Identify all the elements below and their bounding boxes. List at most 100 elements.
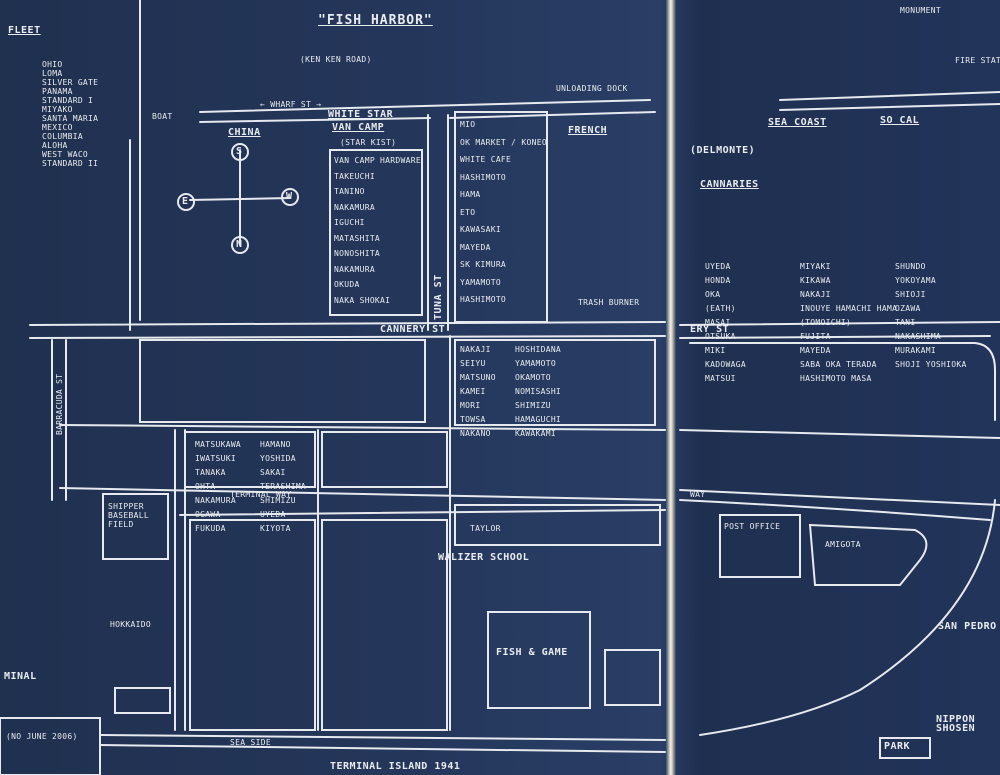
right-resident: TANI [895,318,916,327]
fleet-vessel-name: MEXICO [42,123,73,132]
baseball-field-label: SHIPPER BASEBALL FIELD [108,502,149,529]
fleet-label: FLEET [8,25,41,36]
left-resident: TERASHIMA [260,482,307,491]
right-resident: OTSUKA [705,332,736,341]
right-resident: OKA [705,290,721,299]
van-camp-resident: TANINO [334,187,365,196]
right-resident: (TOMOICHI) [800,318,852,327]
fish-game-label: FISH & GAME [496,647,568,658]
fleet-vessel-name: PANAMA [42,87,73,96]
mid-resident: YAMAMOTO [515,359,556,368]
boat-label: BOAT [152,112,173,121]
left-resident: IWATSUKI [195,454,236,463]
right-resident: NAKASHIMA [895,332,942,341]
van-camp-resident: TAKEUCHI [334,171,375,181]
right-resident: FUJITA [800,332,831,341]
tuna-st-resident: YAMAMOTO [460,277,501,287]
post-office-label: POST OFFICE [724,522,781,531]
right-resident: KADOWAGA [705,360,746,369]
bottom-caption: TERMINAL ISLAND 1941 [330,761,461,772]
left-resident: SAKAI [260,468,286,477]
right-resident: MASAI [705,318,731,327]
left-resident: YOSHIDA [260,454,296,463]
fleet-vessel-name: SANTA MARIA [42,114,99,123]
unloading-dock-label: UNLOADING DOCK [556,84,628,93]
van-camp-resident: NONOSHITA [334,249,381,258]
terminal-way-label: TERMINAL WAY [230,490,292,499]
del-monte-label: (DELMONTE) [690,145,756,156]
page-fold [666,0,676,775]
tuna-st-resident: OK MARKET / KONEO [460,137,547,147]
fleet-vessel-name: WEST WACO [42,150,89,159]
way-right-label: WAY [690,490,706,499]
right-resident: MIYAKI [800,262,831,271]
right-resident: KIKAWA [800,276,831,285]
fire-station-label: FIRE STATION [955,56,1000,65]
map-title: "FISH HARBOR" [318,13,433,28]
right-resident: SHIOJI [895,290,926,299]
fleet-vessel-name: STANDARD II [42,159,99,168]
mid-resident: NOMISASHI [515,387,562,396]
fleet-vessel-name: COLUMBIA [42,132,83,141]
left-resident: OGAWA [195,510,221,519]
left-resident: OHTA [195,482,216,491]
right-resident: HONDA [705,276,731,285]
map-subtitle: (KEN KEN ROAD) [300,55,372,64]
right-resident: OZAWA [895,304,921,313]
tuna-st-resident: SK KIMURA [460,260,507,269]
right-resident: MIKI [705,346,726,355]
tuna-st-label: TUNA ST [433,274,444,320]
right-resident: (EATH) [705,304,736,313]
right-resident: YOKOYAMA [895,276,936,285]
sea-side-label: SEA SIDE [230,738,271,747]
mid-resident: KAMEI [460,387,486,396]
taylor-label: TAYLOR [470,524,501,533]
van-camp-resident: NAKAMURA [334,202,375,212]
white-star-label: WHITE STAR [328,109,394,120]
canneries-label: CANNARIES [700,179,759,190]
china-cannery-label: CHINA [228,127,261,138]
nippon-shosen-label: NIPPON SHOSEN [936,714,976,734]
cannery-st-label: CANNERY ST [380,324,446,335]
date-label: (NO JUNE 2006) [6,732,78,741]
right-resident: INOUYE HAMACHI HAMA [800,304,898,313]
so-cal-label: SO CAL [880,115,920,126]
left-resident: HAMANO [260,440,291,449]
cannery-st-right-label: ERY ST [690,324,730,335]
right-resident: HASHIMOTO MASA [800,374,872,383]
park-label: PARK [884,741,911,752]
left-resident: NAKAMURA [195,496,236,505]
french-cannery-label: FRENCH [568,125,608,136]
right-resident: MATSUI [705,374,736,383]
van-camp-resident: OKUDA [334,280,360,289]
fleet-vessel-name: ALOHA [42,141,68,150]
tuna-st-resident: HASHIMOTO [460,295,507,304]
left-resident: UYEDA [260,510,286,519]
mid-resident: SEIYU [460,359,486,368]
right-resident: SHOJI YOSHIOKA [895,360,967,369]
tuna-st-resident: KAWASAKI [460,225,501,234]
fleet-vessel-name: SILVER GATE [42,78,99,87]
barracuda-st-label: BARRACUDA ST [55,373,64,435]
fleet-vessel-name: LOMA [42,69,63,78]
left-resident: TANAKA [195,468,226,477]
mid-resident: NAKANO [460,429,491,438]
mid-resident: SHIMIZU [515,401,551,410]
left-resident: FUKUDA [195,524,226,533]
amigota-label: AMIGOTA [825,540,861,549]
fleet-vessel-name: OHIO [42,60,63,69]
mid-resident: OKAMOTO [515,373,551,382]
star-kist-label: (STAR KIST) [340,138,397,147]
compass-e: E [182,196,189,207]
tuna-st-resident: WHITE CAFE [460,155,512,164]
mid-resident: MATSUNO [460,373,496,382]
trash-burner-label: TRASH BURNER [578,298,640,307]
compass-w: W [286,191,293,202]
mid-resident: KAWAKAMI [515,429,556,438]
van-camp-resident: MATASHITA [334,233,381,243]
left-resident: KIYOTA [260,524,291,533]
van-camp-resident: VAN CAMP HARDWARE [334,156,421,165]
right-resident: UYEDA [705,262,731,271]
